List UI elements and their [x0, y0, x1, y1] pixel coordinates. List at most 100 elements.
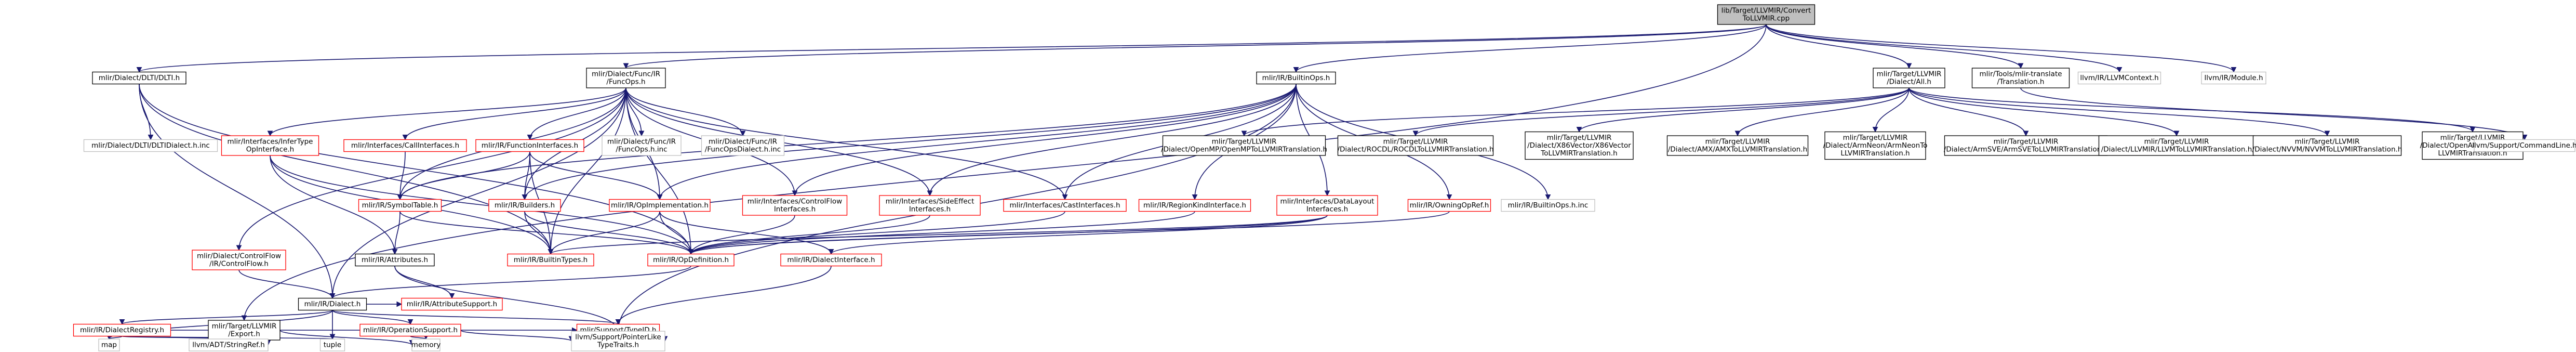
node-label: mlir/Target/LLVMIR	[1843, 134, 1908, 142]
node-box	[2201, 71, 2266, 85]
node-funcintf[interactable]: mlir/IR/FunctionInterfaces.h	[475, 139, 584, 152]
node-builtinops[interactable]: mlir/IR/BuiltinOps.h	[1256, 71, 1336, 85]
node-label: mlir/IR/BuiltinOps.h	[1262, 74, 1330, 82]
node-controlflow[interactable]: mlir/Dialect/ControlFlow/IR/ControlFlow.…	[192, 250, 286, 270]
node-symboltable[interactable]: mlir/IR/SymbolTable.h	[358, 199, 442, 212]
edge-funcops-to-callintf	[405, 87, 626, 140]
node-armsve[interactable]: mlir/Target/LLVMIR/Dialect/ArmSVE/ArmSVE…	[1944, 135, 2108, 156]
node-x86vector[interactable]: mlir/Target/LLVMIR/Dialect/X86Vector/X86…	[1525, 131, 1634, 160]
node-builders[interactable]: mlir/IR/Builders.h	[488, 199, 561, 212]
node-box	[742, 195, 848, 216]
node-box	[358, 199, 442, 212]
node-dialect[interactable]: mlir/IR/Dialect.h	[298, 297, 367, 311]
node-translate[interactable]: mlir/Tools/mlir-translate/Translation.h	[1971, 68, 2070, 88]
node-box	[83, 139, 218, 152]
node-label: memory	[411, 341, 441, 349]
node-dialectllvm[interactable]: mlir/Target/LLVMIR/Dialect/All.h	[1873, 68, 1945, 88]
edge-root-to-llvmctx	[1766, 24, 2119, 72]
edge-funcops-to-controlflow	[239, 87, 626, 250]
node-amx[interactable]: mlir/Target/LLVMIR/Dialect/AMX/AMXToLLVM…	[1666, 135, 1809, 156]
node-label: /IR/ControlFlow.h	[209, 260, 269, 268]
edge-funcintf-to-opimpl	[529, 151, 660, 200]
node-label: /Dialect/AMX/AMXToLLVMIRTranslation.h	[1668, 146, 1807, 154]
edge-llvmexport-to-memory	[279, 330, 412, 345]
edge-builtinops-to-symboltable	[400, 84, 1297, 200]
node-label: map	[101, 341, 117, 349]
node-box	[647, 253, 735, 267]
edge-castintf-to-opdefinition	[691, 211, 1065, 254]
node-box	[1666, 135, 1809, 156]
node-label: Interfaces.h	[909, 205, 951, 214]
node-llvmmod: llvm/IR/Module.h	[2201, 71, 2266, 85]
node-cmdline: llvm/Support/CommandLine.h	[2472, 139, 2576, 152]
node-label: mlir/Dialect/Func/IR	[592, 70, 660, 79]
node-openmp[interactable]: mlir/Target/LLVMIR/Dialect/OpenMP/OpenMP…	[1161, 135, 1327, 156]
node-regionkind[interactable]: mlir/IR/RegionKindInterface.h	[1138, 199, 1251, 212]
node-rocdl[interactable]: mlir/Target/LLVMIR/Dialect/ROCDL/ROCDLTo…	[1337, 135, 1494, 156]
node-builtintypes[interactable]: mlir/IR/BuiltinTypes.h	[507, 253, 594, 267]
node-label: llvm/IR/LLVMContext.h	[2080, 74, 2158, 82]
edge-dlti-to-builtintypes	[139, 84, 551, 254]
node-label: mlir/IR/BuiltinTypes.h	[514, 256, 588, 264]
node-box	[411, 338, 441, 351]
node-label: OpInterface.h	[246, 146, 294, 154]
node-box	[2098, 135, 2255, 156]
node-owningopref[interactable]: mlir/IR/OwningOpRef.h	[1407, 199, 1491, 212]
node-label: /Dialect/ArmSVE/ArmSVEToLLVMIRTranslatio…	[1944, 146, 2108, 154]
node-box	[343, 139, 467, 152]
node-nvvm[interactable]: mlir/Target/LLVMIR/Dialect/NVVM/NVVMToLL…	[2252, 135, 2403, 156]
edge-builtinops-to-opimpl	[660, 84, 1297, 200]
edge-datalayout-to-dialectintf	[831, 215, 1328, 254]
node-label: mlir/IR/DialectInterface.h	[787, 256, 875, 264]
edge-funcops-to-opdefinition	[625, 87, 691, 254]
edge-funcops-to-castintf	[625, 87, 1065, 200]
node-label: /Dialect/ROCDL/ROCDLToLLVMIRTranslation.…	[1337, 146, 1493, 154]
node-label: mlir/IR/Attributes.h	[362, 256, 428, 264]
node-llvmir[interactable]: mlir/Target/LLVMIR/Dialect/LLVMIR/LLVMTo…	[2098, 135, 2255, 156]
node-label: ToLLVMIRTranslation.h	[1540, 149, 1617, 158]
node-registry[interactable]: mlir/IR/DialectRegistry.h	[73, 323, 171, 337]
node-box	[701, 135, 785, 156]
node-box	[2474, 139, 2575, 152]
node-llvmexport[interactable]: mlir/Target/LLVMIR/Export.h	[208, 320, 281, 341]
node-box	[1501, 199, 1595, 212]
node-box	[1944, 135, 2108, 156]
edge-opsupport-to-pointerlike	[460, 330, 571, 341]
edge-root-to-translate	[1766, 24, 2021, 68]
node-box	[586, 68, 666, 88]
node-funcops[interactable]: mlir/Dialect/Func/IR/FuncOps.h	[586, 68, 666, 88]
node-box	[1138, 199, 1251, 212]
node-castintf[interactable]: mlir/Interfaces/CastInterfaces.h	[1003, 199, 1127, 212]
edge-dialectllvm-to-nvvm	[1908, 87, 2327, 136]
node-box	[2252, 135, 2402, 156]
node-opimpl[interactable]: mlir/IR/OpImplementation.h	[609, 199, 711, 212]
edge-funcintf-to-symboltable	[400, 151, 530, 200]
node-dlti[interactable]: mlir/Dialect/DLTI/DLTI.h	[92, 71, 186, 85]
node-funcopsdialectinc: mlir/Dialect/Func/IR/FuncOpsDialect.h.in…	[701, 135, 785, 156]
node-box	[507, 253, 594, 267]
node-label: /FuncOpsDialect.h.inc	[705, 146, 781, 154]
edge-controlflow-to-dialect	[238, 269, 332, 298]
node-attrsupport[interactable]: mlir/IR/AttributeSupport.h	[401, 297, 503, 311]
edge-dialect-to-opsupport	[332, 309, 410, 324]
edge-dialectintf-to-typeid	[618, 266, 832, 324]
node-armneon[interactable]: mlir/Target/LLVMIR/Dialect/ArmNeon/ArmNe…	[1823, 131, 1928, 160]
node-dialectintf[interactable]: mlir/IR/DialectInterface.h	[780, 253, 882, 267]
node-attributes[interactable]: mlir/IR/Attributes.h	[355, 253, 435, 267]
node-label: mlir/Interfaces/CallInterfaces.h	[351, 141, 459, 150]
node-opsupport[interactable]: mlir/IR/OperationSupport.h	[359, 323, 461, 337]
node-box	[780, 253, 882, 267]
node-opdefinition[interactable]: mlir/IR/OpDefinition.h	[647, 253, 735, 267]
node-label: llvm/Support/CommandLine.h	[2472, 141, 2576, 150]
node-callintf[interactable]: mlir/Interfaces/CallInterfaces.h	[343, 139, 467, 152]
edge-opimpl-to-builtintypes	[551, 211, 660, 254]
node-label: /Dialect/All.h	[1887, 78, 1931, 86]
node-label: /FuncOps.h.inc	[616, 146, 667, 154]
edge-root-to-builtinops	[1296, 24, 1767, 72]
